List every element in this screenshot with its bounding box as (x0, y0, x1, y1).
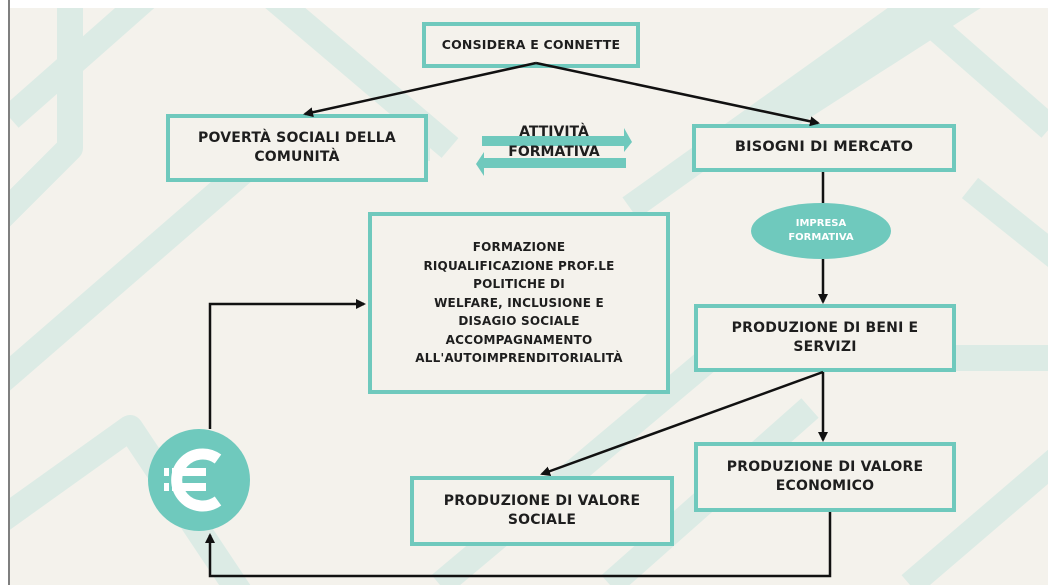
poverta-label: POVERTÀ SOCIALI DELLA COMUNITÀ (198, 130, 396, 165)
euro-circle (148, 429, 250, 531)
considera-label: CONSIDERA E CONNETTE (441, 36, 621, 52)
diagram-canvas: CONSIDERA E CONNETTE POVERTÀ SOCIALI DEL… (10, 8, 1048, 585)
arrow-euro-formazione (208, 299, 366, 429)
formazione-box: FORMAZIONE RIQUALIFICAZIONE PROF.LE POLI… (368, 212, 670, 394)
produzione-beni-box: PRODUZIONE DI BENI E SERVIZI (694, 304, 956, 372)
bisogni-label: BISOGNI DI MERCATO (734, 139, 914, 156)
bisogni-box: BISOGNI DI MERCATO (692, 124, 956, 172)
formazione-label: FORMAZIONE RIQUALIFICAZIONE PROF.LE POLI… (415, 239, 623, 366)
considera-box: CONSIDERA E CONNETTE (422, 22, 640, 68)
poverta-box: POVERTÀ SOCIALI DELLA COMUNITÀ (166, 114, 428, 182)
attivita-formativa: ATTIVITÀ FORMATIVA (476, 122, 632, 182)
arrow-beni-sociale (540, 370, 824, 476)
attivita-label: ATTIVITÀ FORMATIVA (508, 124, 600, 161)
euro-icon (164, 448, 222, 512)
left-edge-line (8, 0, 10, 585)
valore-sociale-label: PRODUZIONE DI VALORE SOCIALE (443, 493, 641, 528)
arrow-considera-poverta (303, 61, 537, 118)
valore-economico-box: PRODUZIONE DI VALORE ECONOMICO (694, 442, 956, 512)
produzione-beni-label: PRODUZIONE DI BENI E SERVIZI (731, 320, 919, 355)
arrow-economico-euro (205, 512, 832, 578)
arrow-considera-bisogni (535, 61, 820, 127)
connector-arrows (205, 61, 832, 578)
valore-economico-label: PRODUZIONE DI VALORE ECONOMICO (726, 459, 924, 494)
valore-sociale-box: PRODUZIONE DI VALORE SOCIALE (410, 476, 674, 546)
impresa-label: IMPRESA FORMATIVA (788, 218, 854, 243)
impresa-formativa-oval: IMPRESA FORMATIVA (751, 203, 891, 259)
exchange-arrows-icon (476, 128, 632, 176)
